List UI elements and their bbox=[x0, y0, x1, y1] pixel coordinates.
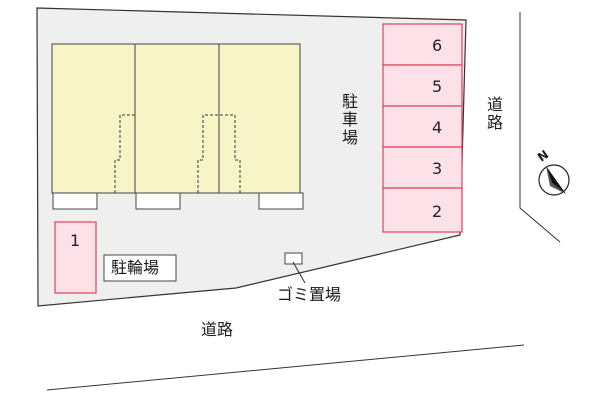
garbage-leader bbox=[292, 261, 306, 284]
unit-path-2 bbox=[197, 114, 219, 193]
bike-space-1 bbox=[54, 221, 97, 294]
garbage-label: ゴミ置場 bbox=[277, 285, 342, 304]
parking-label: 駐車場 bbox=[339, 93, 358, 147]
unit-path-3 bbox=[219, 114, 241, 193]
parking-space-number: 3 bbox=[432, 159, 443, 178]
parking-space-6 bbox=[382, 23, 463, 66]
parking-space-number: 4 bbox=[432, 118, 443, 137]
parking-space-3 bbox=[382, 146, 463, 189]
parking-space-2 bbox=[382, 187, 463, 233]
unit-path-1 bbox=[114, 114, 135, 193]
road-edge-right bbox=[519, 12, 561, 243]
parking-spaces bbox=[382, 23, 463, 233]
bike-space-number: 1 bbox=[70, 231, 81, 250]
parking-space-number: 5 bbox=[432, 77, 443, 96]
bicycle-parking-label: 駐輪場 bbox=[111, 258, 160, 277]
parking-space-number: 6 bbox=[432, 36, 443, 55]
building bbox=[51, 43, 301, 194]
balcony-1 bbox=[52, 192, 98, 210]
bicycle-parking-box bbox=[103, 254, 177, 282]
balcony-2 bbox=[135, 192, 181, 210]
parking-space-4 bbox=[382, 105, 463, 148]
balcony-3 bbox=[258, 192, 304, 210]
road-label-right: 道路 bbox=[484, 96, 503, 132]
parking-space-number: 2 bbox=[432, 202, 443, 221]
parking-space-5 bbox=[382, 64, 463, 107]
road-label-bottom: 道路 bbox=[201, 320, 234, 339]
garbage-box bbox=[284, 252, 303, 265]
compass-icon bbox=[538, 164, 570, 196]
road-edge-bottom bbox=[46, 344, 525, 391]
